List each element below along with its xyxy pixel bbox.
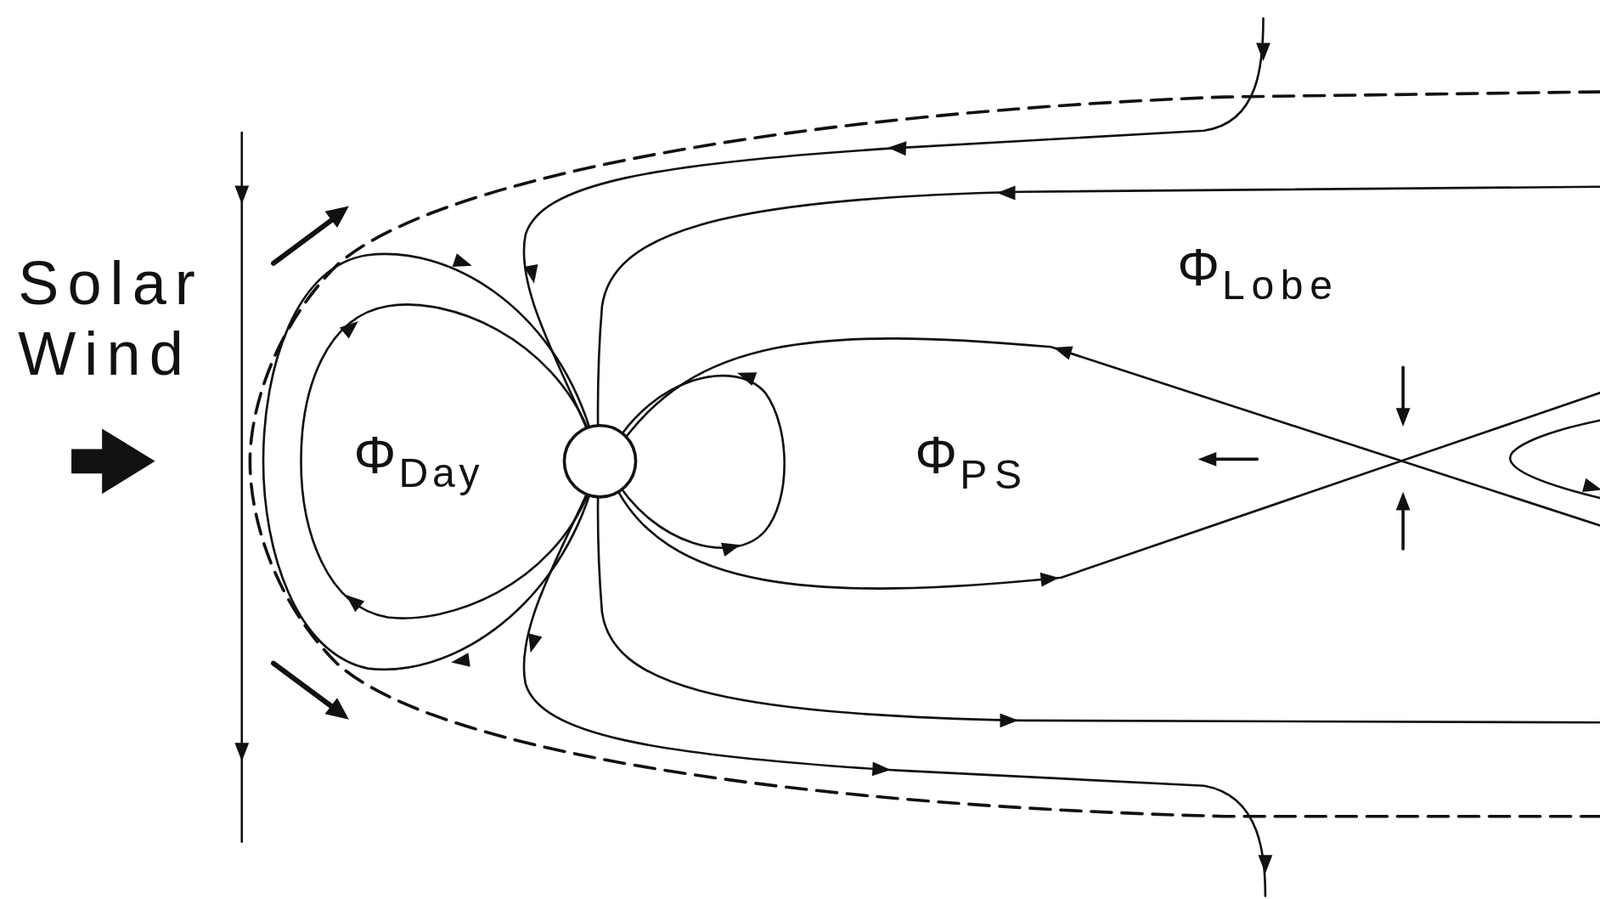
arrowhead <box>1396 491 1411 511</box>
arrowhead <box>1396 407 1411 427</box>
flow-arrow <box>273 663 333 708</box>
arrowhead <box>341 589 365 613</box>
arrowhead <box>325 697 356 727</box>
dayside-field-line <box>263 253 590 670</box>
inflow-arrow <box>1401 509 1405 549</box>
arrowhead <box>1582 478 1600 497</box>
region-label: Solar Wind <box>16 247 234 389</box>
magnetopause <box>249 91 1600 817</box>
arrowhead <box>234 185 249 205</box>
plasma-sheet-field-line <box>612 392 1600 588</box>
dayside-field-line <box>300 304 590 618</box>
arrowhead <box>721 537 743 557</box>
arrowhead <box>1051 340 1074 360</box>
nightside-field-line <box>612 375 785 548</box>
arrowhead <box>1198 451 1217 467</box>
arrowhead <box>523 632 543 654</box>
arrowhead <box>234 742 249 761</box>
earth <box>563 425 636 497</box>
arrowhead <box>734 366 757 386</box>
flux-symbol: Φ <box>1175 236 1222 299</box>
solar-wind-arrow <box>71 428 156 494</box>
plasma-sheet-field-line <box>617 338 1600 525</box>
lobe-field-line <box>597 186 1600 427</box>
arrowhead <box>325 197 356 228</box>
arrowhead <box>1040 570 1060 587</box>
imf-line <box>240 132 243 842</box>
flux-subscript: Lobe <box>1220 261 1341 309</box>
lobe-field-line <box>523 18 1264 429</box>
arrowhead <box>1000 712 1020 727</box>
arrowhead <box>872 760 891 777</box>
lobe-field-line <box>523 493 1266 896</box>
arrowhead <box>452 253 475 273</box>
inflow-arrow <box>1401 366 1405 408</box>
arrowhead <box>997 185 1016 201</box>
flux-symbol: Φ <box>912 424 959 486</box>
flow-arrow <box>273 219 333 264</box>
arrowhead <box>339 315 363 339</box>
arrowhead <box>450 652 471 670</box>
arrowhead <box>1256 42 1271 62</box>
flux-subscript: PS <box>957 450 1031 498</box>
arrowhead <box>1257 854 1273 874</box>
lobe-field-line <box>597 495 1600 723</box>
arrowhead <box>523 264 541 285</box>
arrowhead <box>887 140 907 156</box>
flux-symbol: Φ <box>352 424 399 486</box>
flux-subscript: Day <box>396 449 485 496</box>
earthward-arrow <box>1216 457 1257 462</box>
